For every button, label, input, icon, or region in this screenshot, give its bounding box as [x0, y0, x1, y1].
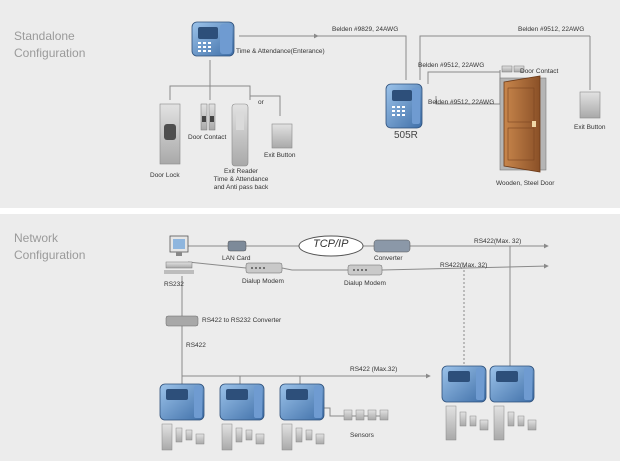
- reader-505r: [385, 83, 423, 129]
- peripherals-1: [161, 423, 205, 451]
- controller-5: [489, 365, 535, 403]
- rs422-label: RS422: [186, 342, 206, 349]
- door-lock-label: Door Lock: [150, 172, 180, 179]
- reader-model-label: 505R: [394, 130, 418, 141]
- dialup-modem-1: [245, 262, 283, 274]
- door-contact-left: [200, 103, 216, 131]
- lan-card-label: LAN Card: [222, 255, 251, 262]
- controller-3: [279, 383, 325, 421]
- cable-9512-low-label: Belden #9512, 22AWG: [428, 99, 495, 106]
- rs422-converter-device: [165, 315, 199, 327]
- cable-9512-top-label: Belden #9512, 22AWG: [518, 26, 585, 33]
- door-contact-left-label: Door Contact: [188, 134, 227, 141]
- rs422-converter-label: RS422 to RS232 Converter: [202, 317, 282, 324]
- network-wiring: [181, 243, 549, 417]
- cable-9829-label: Belden #9829, 24AWG: [332, 26, 399, 33]
- converter-device: [373, 239, 411, 253]
- rs422-max-bottom-label: RS422 (Max.32): [350, 366, 398, 373]
- rs422-max-mid-label: RS422(Max. 32): [440, 262, 488, 269]
- tcpip-label: TCP/IP: [313, 238, 349, 250]
- door-contact-right: [501, 65, 525, 73]
- dialup-modem-2: [347, 264, 383, 276]
- door-label: Wooden, Steel Door: [496, 180, 555, 187]
- rs232-label: RS232: [164, 281, 184, 288]
- controller-2: [219, 383, 265, 421]
- time-attendance-device: [191, 21, 235, 57]
- dialup-modem-2-label: Dialup Modem: [344, 280, 386, 287]
- peripherals-5: [493, 405, 537, 441]
- peripherals-3: [281, 423, 325, 451]
- exit-reader-label: Exit Reader Time & Attendance and Anti p…: [213, 168, 269, 191]
- door-lock: [159, 103, 181, 165]
- exit-reader: [231, 103, 249, 167]
- converter-label: Converter: [374, 255, 403, 262]
- cable-9512-mid-label: Belden #9512, 22AWG: [418, 62, 485, 69]
- exit-button-left: [271, 123, 293, 149]
- time-attendance-label: Time & Attendance(Enterance): [236, 48, 325, 55]
- peripherals-4: [445, 405, 489, 441]
- lan-card: [227, 240, 247, 252]
- rs422-max-top-label: RS422(Max. 32): [474, 238, 522, 245]
- sensors-label: Sensors: [350, 432, 374, 439]
- computer: [164, 235, 194, 274]
- exit-button-right-label: Exit Button: [574, 124, 606, 131]
- door-contact-right-label: Door Contact: [520, 68, 559, 75]
- tcpip-cloud: [298, 235, 364, 257]
- door: [499, 75, 547, 173]
- peripherals-2: [221, 423, 265, 451]
- network-title: Network Configuration: [14, 231, 86, 262]
- or-label: or: [258, 99, 264, 106]
- exit-button-right: [579, 91, 601, 119]
- dialup-modem-1-label: Dialup Modem: [242, 278, 284, 285]
- sensors-group: [343, 409, 389, 421]
- standalone-title: Standalone Configuration: [14, 29, 86, 60]
- exit-button-left-label: Exit Button: [264, 152, 296, 159]
- controller-4: [441, 365, 487, 403]
- controller-1: [159, 383, 205, 421]
